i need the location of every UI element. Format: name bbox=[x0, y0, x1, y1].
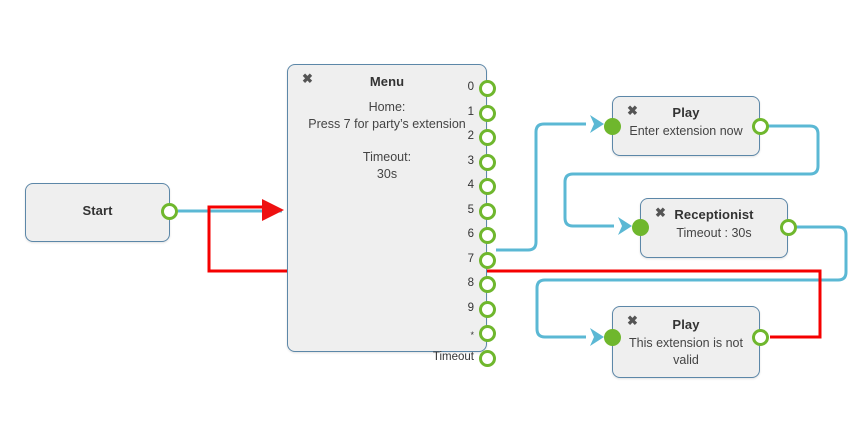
arrowhead-play1 bbox=[590, 115, 604, 133]
port-menu-out-7[interactable] bbox=[479, 251, 496, 269]
menu-body-line-1: Press 7 for party’s extension bbox=[308, 117, 466, 131]
close-icon[interactable]: ✖ bbox=[302, 71, 313, 86]
node-menu-title: Menu bbox=[369, 74, 405, 89]
arrowhead-menu-input bbox=[264, 202, 278, 220]
port-label-3: 3 bbox=[467, 154, 474, 167]
port-label-6: 6 bbox=[467, 228, 474, 240]
port-menu-out-Timeout[interactable] bbox=[479, 349, 496, 367]
arrowhead-receptionist bbox=[618, 217, 632, 235]
node-play-1[interactable]: ✖ Play Enter extension now bbox=[612, 96, 760, 156]
port-menu-out-5[interactable] bbox=[479, 202, 496, 220]
close-icon[interactable]: ✖ bbox=[627, 313, 638, 328]
port-play-3-in[interactable] bbox=[604, 329, 621, 346]
menu-body-line-4: 30s bbox=[376, 167, 398, 181]
arrowhead-menu-input-red bbox=[262, 199, 284, 221]
port-menu-out-0[interactable] bbox=[479, 80, 496, 97]
port-label-4: 4 bbox=[467, 179, 474, 191]
node-receptionist[interactable]: ✖ Receptionist Timeout : 30s bbox=[640, 198, 788, 258]
port-menu-out-4[interactable] bbox=[479, 178, 496, 195]
play-3-line-0: This extension is not bbox=[629, 336, 743, 350]
node-receptionist-title: Receptionist bbox=[674, 207, 754, 222]
arrowhead-play3 bbox=[590, 328, 604, 346]
port-play-1-out[interactable] bbox=[752, 118, 769, 135]
port-play-3-out[interactable] bbox=[752, 329, 769, 346]
port-label-2: 2 bbox=[467, 130, 474, 142]
play-3-line-1: valid bbox=[673, 353, 699, 367]
port-label-8: 8 bbox=[467, 277, 474, 289]
node-play-3-body: This extension is not valid bbox=[619, 335, 753, 369]
port-receptionist-out[interactable] bbox=[780, 219, 797, 236]
port-play-1-in[interactable] bbox=[604, 118, 621, 135]
port-menu-out-6[interactable] bbox=[479, 227, 496, 244]
node-start[interactable]: Start bbox=[25, 183, 170, 242]
port-label-5: 5 bbox=[467, 203, 474, 216]
port-start-out[interactable] bbox=[161, 203, 178, 220]
wire-port7-to-play1 bbox=[496, 122, 586, 252]
port-label-1: 1 bbox=[467, 105, 474, 118]
node-play-3-title: Play bbox=[672, 317, 700, 332]
node-menu-body: Home: Press 7 for party’s extension Time… bbox=[294, 99, 480, 183]
port-label-*: * bbox=[470, 330, 474, 340]
node-start-title: Start bbox=[82, 203, 113, 218]
menu-body-line-3: Timeout: bbox=[362, 150, 412, 164]
port-menu-out-3[interactable] bbox=[479, 153, 496, 171]
port-label-9: 9 bbox=[467, 301, 474, 314]
port-label-0: 0 bbox=[467, 81, 474, 93]
port-menu-out-1[interactable] bbox=[479, 104, 496, 122]
port-menu-out-*[interactable] bbox=[479, 325, 496, 342]
port-label-7: 7 bbox=[467, 252, 474, 265]
node-play-1-body: Enter extension now bbox=[619, 123, 753, 140]
port-receptionist-in[interactable] bbox=[632, 219, 649, 236]
close-icon[interactable]: ✖ bbox=[655, 205, 666, 220]
port-menu-out-9[interactable] bbox=[479, 300, 496, 318]
port-menu-out-8[interactable] bbox=[479, 276, 496, 293]
close-icon[interactable]: ✖ bbox=[627, 103, 638, 118]
port-label-Timeout: Timeout bbox=[432, 350, 474, 363]
node-play-3[interactable]: ✖ Play This extension is not valid bbox=[612, 306, 760, 378]
port-menu-out-2[interactable] bbox=[479, 129, 496, 146]
node-receptionist-body: Timeout : 30s bbox=[647, 225, 781, 242]
menu-body-line-0: Home: bbox=[368, 100, 406, 114]
receptionist-line-0: Timeout : 30s bbox=[676, 226, 752, 240]
play-1-line-0: Enter extension now bbox=[629, 124, 743, 138]
node-menu[interactable]: ✖ Menu Home: Press 7 for party’s extensi… bbox=[287, 64, 487, 352]
node-play-1-title: Play bbox=[672, 105, 700, 120]
